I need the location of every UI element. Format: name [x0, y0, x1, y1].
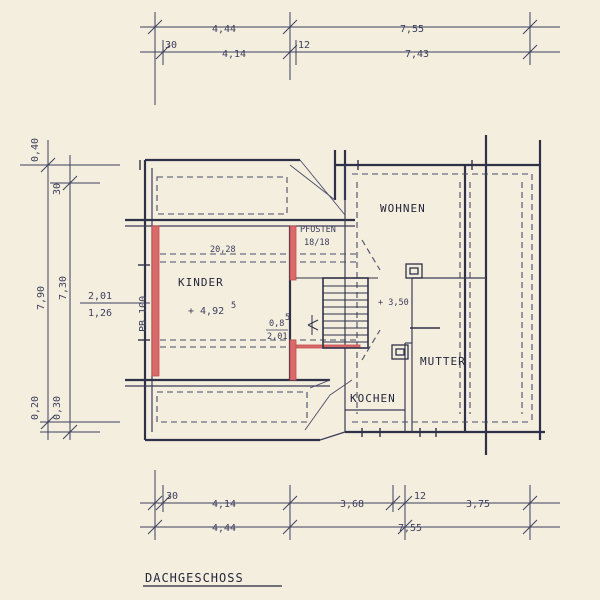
dim-top-row2-left: 4,14 — [222, 49, 246, 60]
note-pfosten-size: 18/18 — [304, 238, 330, 248]
left-dimension-lines — [20, 140, 150, 440]
dim-bottom-row1-right: 3,75 — [466, 499, 490, 510]
room-label-kochen: KOCHEN — [350, 392, 396, 405]
staircase — [296, 277, 378, 349]
dim-top-row1-left: 4,44 — [212, 24, 236, 35]
dim-left-total-outer: 7,90 — [36, 286, 47, 310]
note-stair-b: 2,01 — [267, 332, 287, 342]
roof-dashed-lines — [156, 173, 533, 423]
note-kinder-area: 20,28 — [210, 245, 236, 255]
room-label-kinder: KINDER — [178, 276, 224, 289]
note-pfosten: PFOSTEN — [300, 225, 336, 235]
dim-bottom-row1-mid: 3,68 — [340, 499, 364, 510]
dim-top-row1-right: 7,55 — [400, 24, 424, 35]
walls — [125, 135, 545, 455]
roof-slope-lines — [289, 159, 353, 431]
dim-bottom-row1-small: 30 — [166, 491, 178, 502]
dim-left-top-small: 0,40 — [30, 138, 41, 162]
dim-left-total-inner: 7,30 — [58, 276, 69, 300]
window-marks — [138, 160, 473, 437]
red-wall-fragments — [151, 225, 361, 381]
dim-top-row2-right: 7,43 — [405, 49, 429, 60]
dim-left-top-inner: 30 — [52, 183, 63, 195]
drawing-title: DACHGESCHOSS — [145, 571, 244, 585]
note-stair-level: + 3,50 — [378, 298, 409, 308]
dim-top-row2-small-mid: 12 — [298, 40, 310, 51]
note-stair-a-sup: 5 — [285, 313, 290, 323]
dim-bottom-row1-left: 4,14 — [212, 499, 236, 510]
top-dimension-lines — [140, 12, 560, 105]
dim-left-window-top: 2,01 — [88, 291, 112, 302]
dim-left-bottom-outer: 0,20 — [30, 396, 41, 420]
note-kinder-level-sup: 5 — [231, 301, 236, 311]
note-stair-a: 0,8 — [269, 319, 284, 329]
dim-bottom-row2-left: 4,44 — [212, 523, 236, 534]
note-kinder-level: + 4,92 — [188, 306, 224, 317]
note-pb: PB 100 — [138, 296, 149, 332]
dim-left-window-bottom: 1,26 — [88, 308, 112, 319]
dim-top-row2-small-left: 30 — [165, 40, 177, 51]
room-label-mutter: MUTTER — [420, 355, 466, 368]
chimney-shafts — [391, 263, 423, 360]
bottom-dimension-lines — [140, 470, 560, 540]
dim-bottom-row2-right: 7,55 — [398, 523, 422, 534]
dim-bottom-row1-small-mid: 12 — [414, 491, 426, 502]
room-label-wohnen: WOHNEN — [380, 202, 426, 215]
dim-left-bottom-inner: 0,30 — [52, 396, 63, 420]
